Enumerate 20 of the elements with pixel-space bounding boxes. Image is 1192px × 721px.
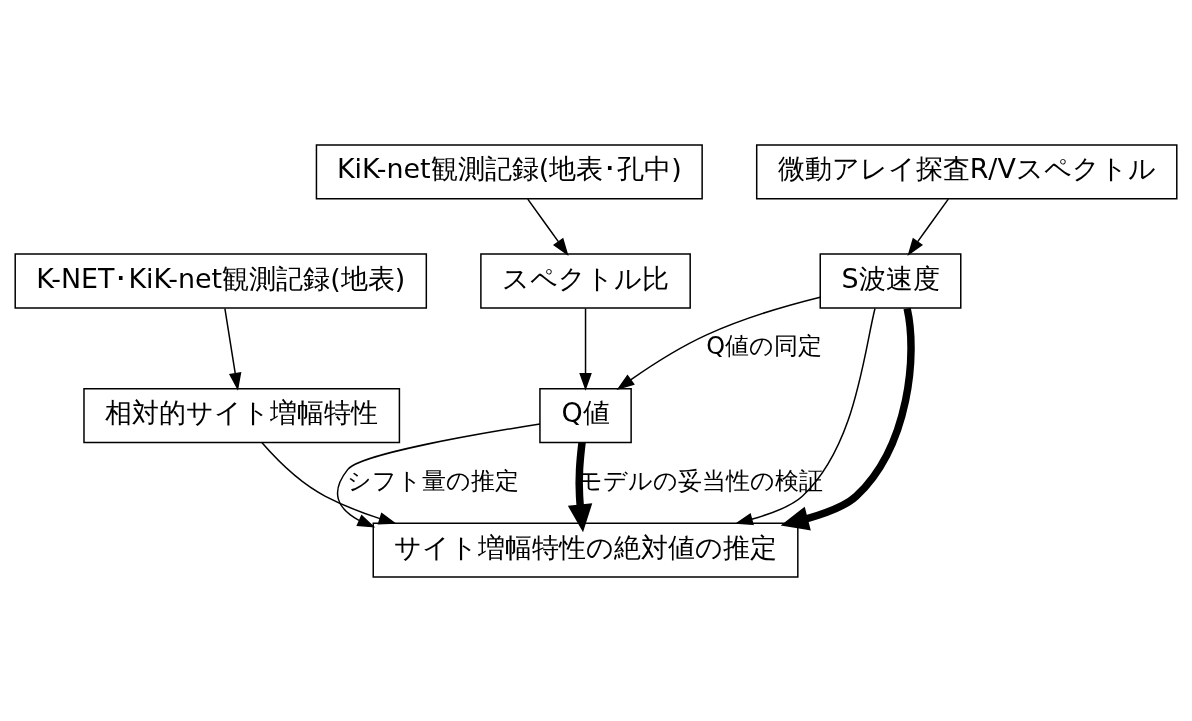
edge-label: シフト量の推定 (347, 466, 520, 495)
node-box: S波速度 (819, 252, 962, 309)
arrow (336, 422, 541, 528)
node-box: K-NET･KiK-net観測記録(地表) (14, 252, 428, 309)
arrow (261, 441, 397, 524)
arrow (224, 307, 242, 391)
arrow (567, 441, 593, 532)
arrow (579, 307, 592, 391)
node-box: 相対的サイト増幅特性 (83, 387, 401, 443)
node-box: 微動アレイ探査R/Vスペクトル (755, 143, 1178, 200)
arrow (734, 307, 876, 525)
arrow (527, 197, 569, 256)
node-box: Q値 (539, 387, 632, 443)
edge-label: Q値の同定 (706, 331, 823, 360)
arrow (616, 296, 821, 390)
arrow (907, 197, 950, 256)
node-box: KiK-net観測記録(地表･孔中) (315, 143, 703, 200)
node-box: サイト増幅特性の絶対値の推定 (372, 521, 799, 578)
node-box: スペクトル比 (480, 252, 691, 309)
arrow (780, 307, 915, 530)
